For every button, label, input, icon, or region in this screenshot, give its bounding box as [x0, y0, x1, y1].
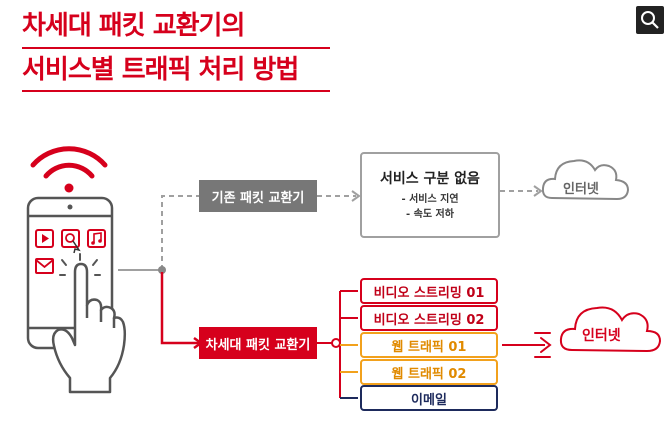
page-title-line2: 서비스별 트래픽 처리 방법: [22, 55, 299, 85]
title-underline-2: [22, 90, 330, 92]
connector-next: [160, 272, 199, 345]
next-gen-switch-box: 차세대 패킷 교환기: [199, 327, 317, 359]
mail-icon: [35, 258, 54, 274]
cloud-icon: [541, 159, 630, 201]
zoom-button[interactable]: [636, 6, 664, 34]
service-video-streaming-02: 비디오 스트리밍 02: [360, 305, 498, 331]
internet-label-next: 인터넷: [582, 328, 621, 344]
no-service-title: 서비스 구분 없음: [380, 171, 480, 187]
page-title-line1: 차세대 패킷 교환기의: [22, 11, 245, 41]
connector-legacy: [161, 195, 199, 270]
title-underline-1: [22, 47, 330, 49]
service-web-traffic-02: 웹 트래픽 02: [360, 359, 498, 385]
junction-dot: [158, 266, 166, 274]
arrow-legacy-2: [533, 185, 543, 197]
service-video-streaming-01: 비디오 스트리밍 01: [360, 278, 498, 304]
issue-slowdown: - 속도 저하: [406, 209, 454, 220]
zoom-icon: [641, 11, 659, 29]
issue-delay: - 서비스 지연: [401, 194, 459, 205]
legacy-switch-box: 기존 패킷 교환기: [199, 180, 317, 212]
play-icon: [35, 229, 54, 248]
branch-node: [331, 338, 341, 348]
branch-bracket: [339, 290, 358, 399]
hand-icon: [51, 262, 127, 394]
cloud-icon-red: [559, 306, 662, 353]
internet-label-legacy: 인터넷: [563, 182, 599, 197]
search-icon: [61, 229, 81, 254]
music-icon: [87, 229, 106, 248]
tap-rays: [59, 253, 101, 276]
arrow-legacy-1: [351, 190, 361, 202]
wifi-icon: [30, 146, 108, 193]
service-web-traffic-01: 웹 트래픽 01: [360, 332, 498, 358]
no-service-distinction-box: 서비스 구분 없음 - 서비스 지연 - 속도 저하: [360, 152, 500, 238]
service-email: 이메일: [360, 385, 498, 411]
speed-arrows: [534, 332, 552, 358]
